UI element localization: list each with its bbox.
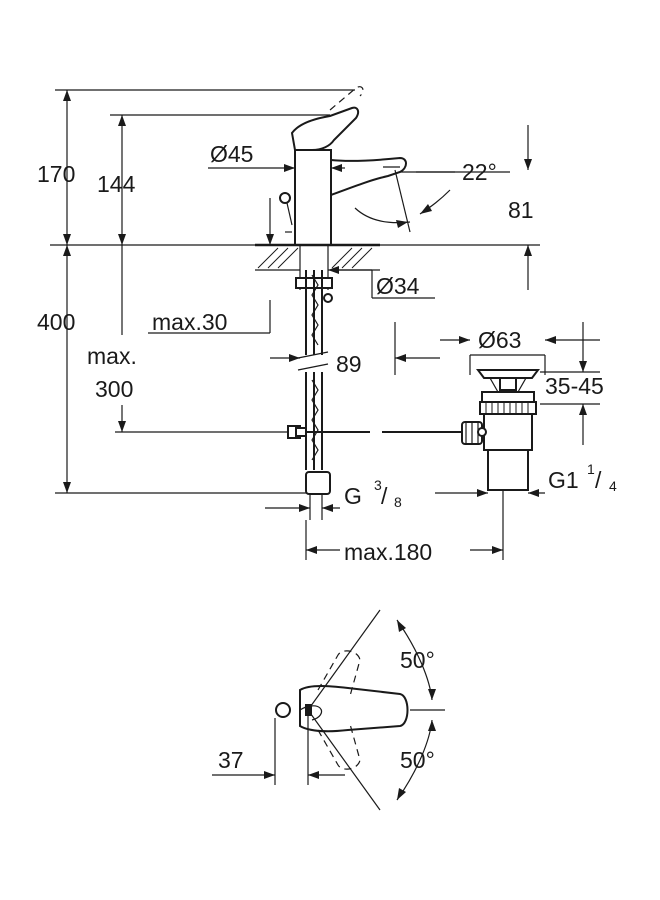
label-170: 170 — [37, 161, 75, 187]
label-dia-63: Ø63 — [478, 327, 521, 353]
label-max: max. — [87, 343, 137, 369]
waste-thread — [485, 402, 529, 414]
label-50-deg-bottom: 50° — [400, 747, 435, 773]
label-144: 144 — [97, 171, 136, 197]
label-300: 300 — [95, 376, 133, 402]
label-dia-45: Ø45 — [210, 141, 253, 167]
label-400: 400 — [37, 309, 75, 335]
label-81: 81 — [508, 197, 534, 223]
label-g-den: 8 — [394, 494, 402, 510]
label-g-slash: / — [381, 483, 388, 509]
faucet-side-view — [50, 86, 540, 560]
countertop-hatch — [257, 247, 373, 269]
waste-fitting — [435, 322, 600, 497]
label-35-45: 35-45 — [545, 373, 604, 399]
label-g1: G1 — [548, 467, 579, 493]
label-g: G — [344, 483, 362, 509]
label-g1-den: 4 — [609, 478, 617, 494]
label-50-deg-top: 50° — [400, 647, 435, 673]
label-g1-slash: / — [595, 467, 602, 493]
label-max-180: max.180 — [344, 539, 432, 565]
faucet-top-view — [212, 609, 445, 811]
label-37: 37 — [218, 747, 244, 773]
label-max-30: max.30 — [152, 309, 227, 335]
label-89: 89 — [336, 351, 362, 377]
supply-hoses — [297, 270, 333, 520]
label-g-num: 3 — [374, 477, 382, 493]
label-g1-num: 1 — [587, 461, 595, 477]
label-22-deg: 22° — [462, 159, 497, 185]
label-dia-34: Ø34 — [376, 273, 420, 299]
